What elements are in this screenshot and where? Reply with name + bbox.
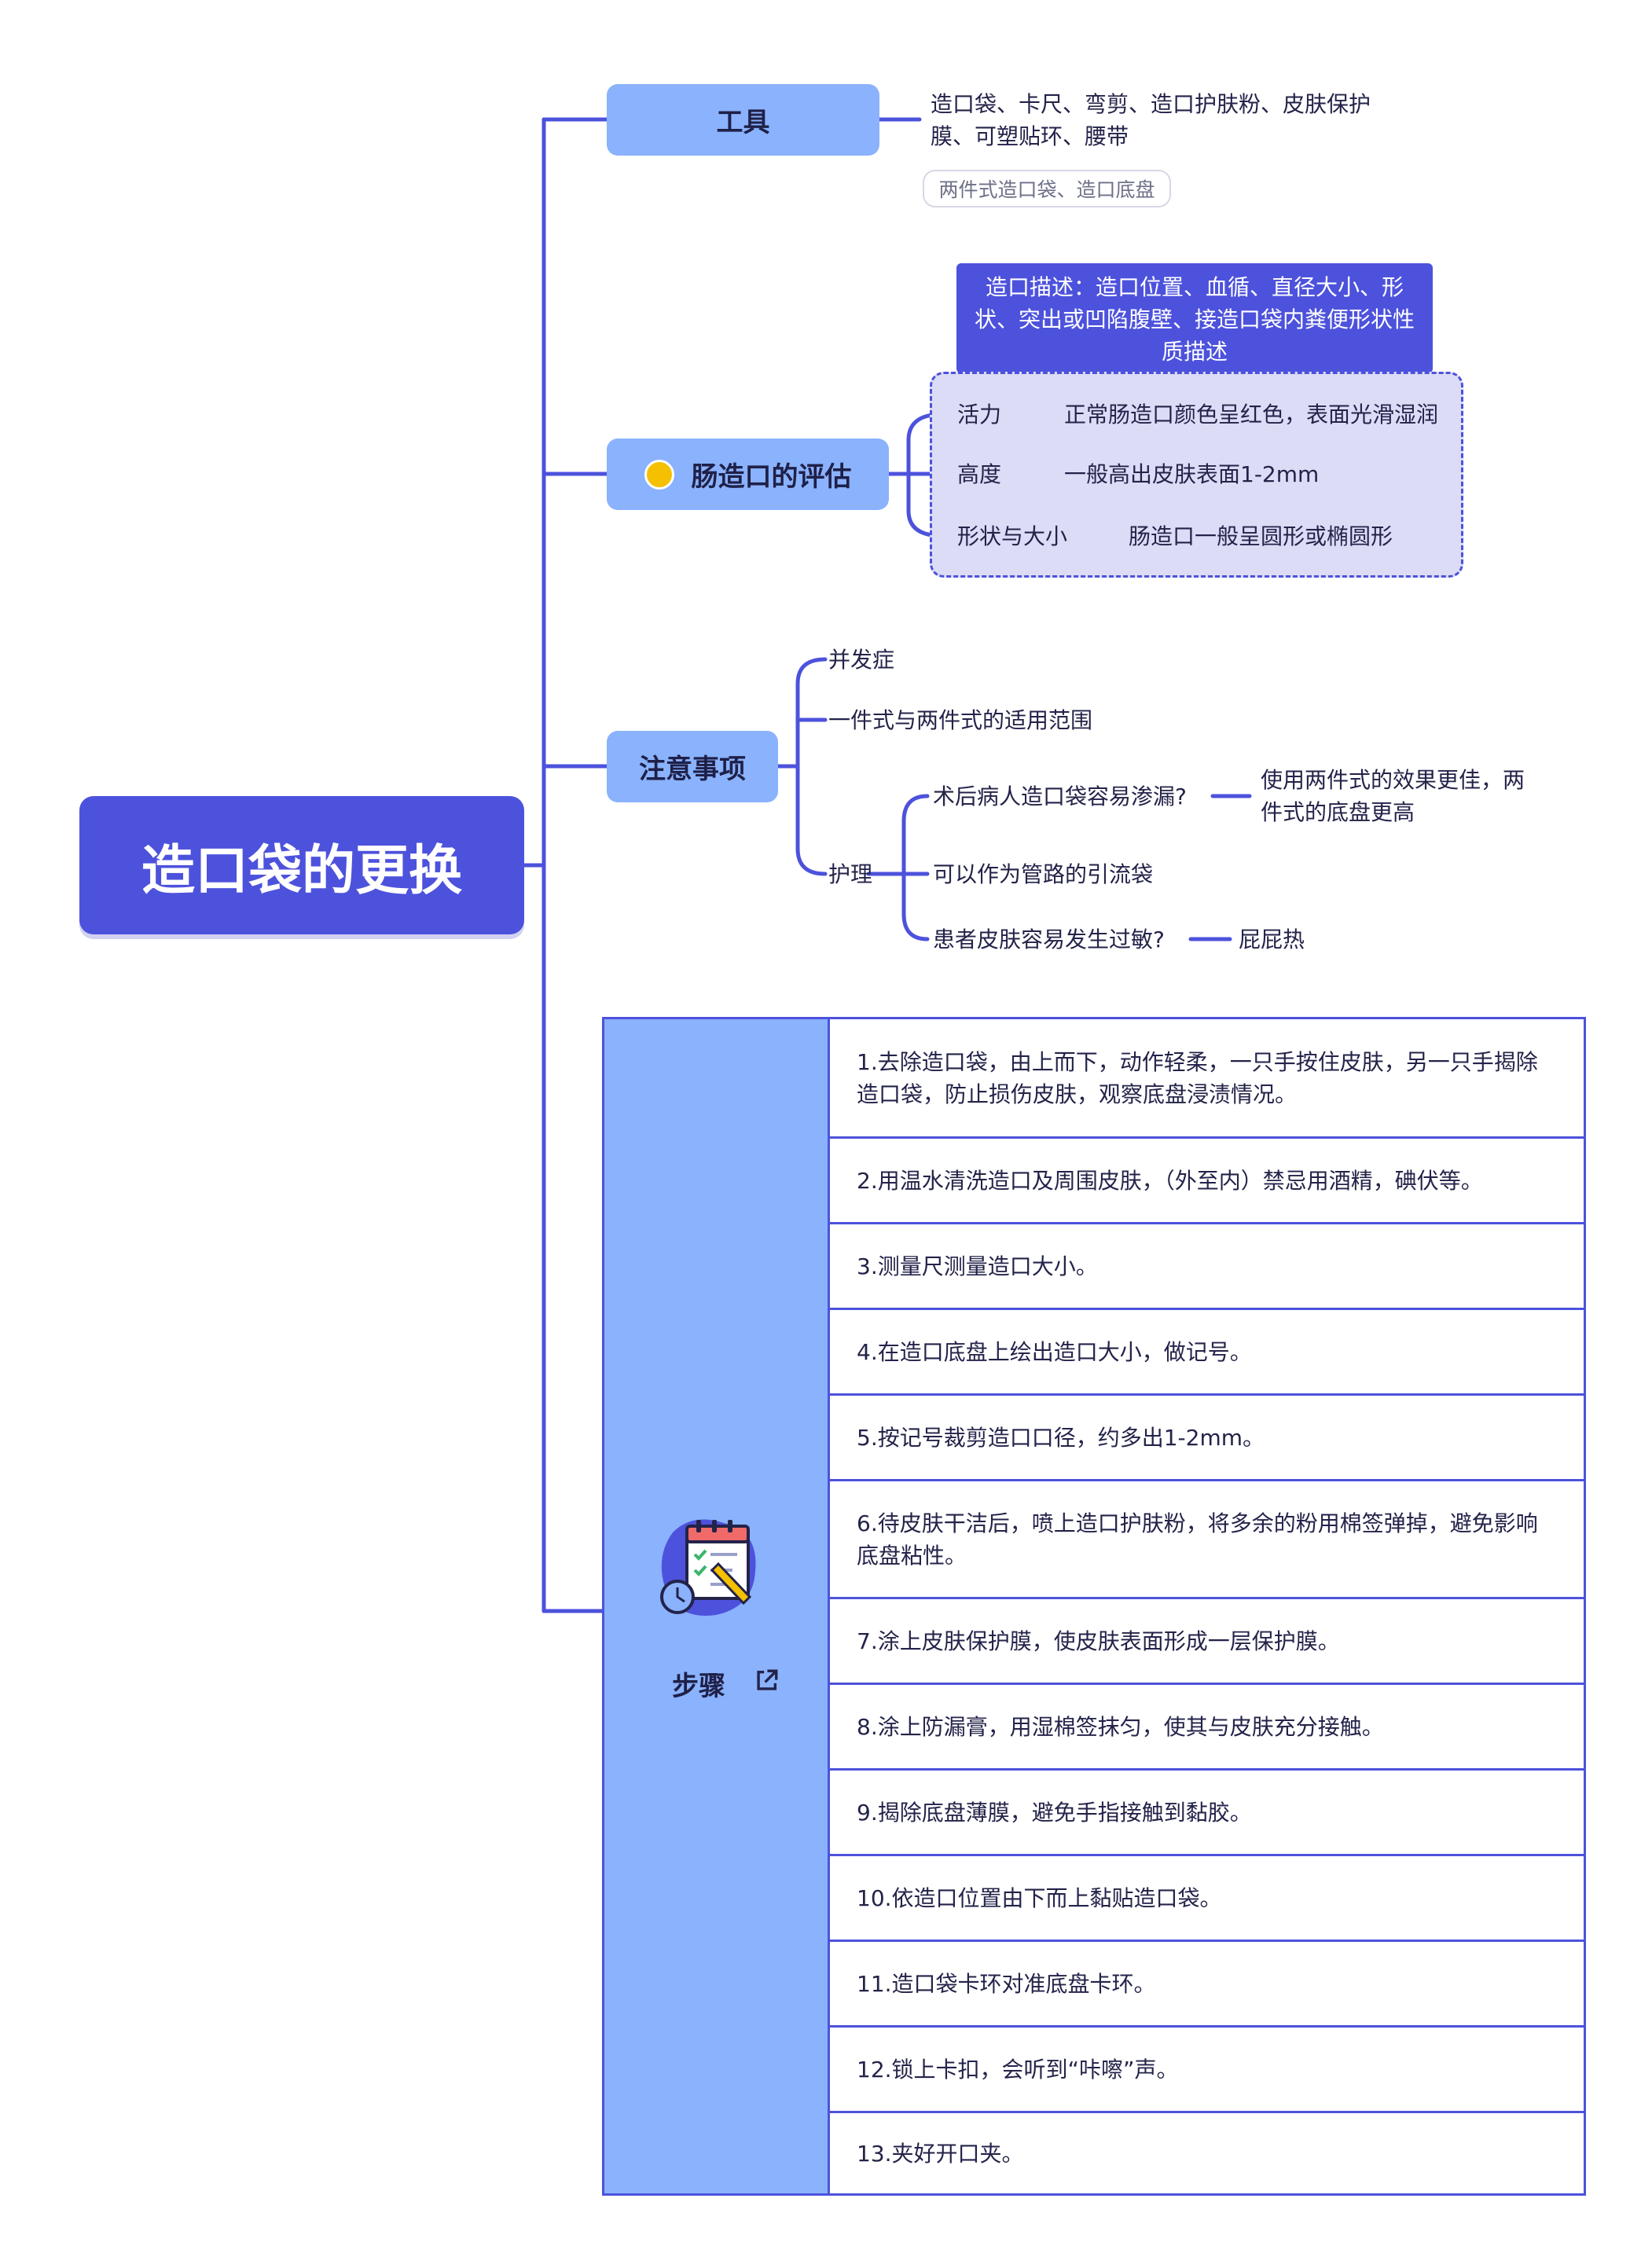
tools-items[interactable]: 造口袋、卡尺、弯剪、造口护肤粉、皮肤保护 膜、可塑贴环、腰带 [931,88,1371,152]
care-answer-leak-line1: 使用两件式的效果更佳，两 [1261,767,1525,793]
branch-assessment[interactable]: 肠造口的评估 [607,439,889,510]
step-12-text: 12.锁上卡扣，会听到“咔嚓”声。 [857,2056,1179,2083]
step-4-text: 4.在造口底盘上绘出造口大小，做记号。 [857,1338,1252,1365]
care-answer-leak-line2: 件式的底盘更高 [1261,799,1415,825]
step-row[interactable]: 12.锁上卡扣，会听到“咔嚓”声。 [830,2028,1584,2113]
tools-items-line1: 造口袋、卡尺、弯剪、造口护肤粉、皮肤保护 [931,91,1371,117]
root-topic[interactable]: 造口袋的更换 [79,796,524,934]
step-row[interactable]: 6.待皮肤干洁后，喷上造口护肤粉，将多余的粉用棉签弹掉，避免影响底盘粘性。 [830,1481,1584,1599]
assessment-item-shape[interactable]: 形状与大小 [957,523,1068,549]
step-1-line2: 造口袋，防止损伤皮肤，观察底盘浸渍情况。 [857,1081,1298,1107]
care-question-leak[interactable]: 术后病人造口袋容易渗漏? [933,784,1187,809]
care-answer-allergy[interactable]: 屁屁热 [1239,927,1305,952]
stoma-description-callout[interactable]: 造口描述：造口位置、血循、直径大小、形 状、突出或凹陷腹壁、接造口袋内粪便形状性… [956,263,1433,373]
callout-line3: 质描述 [1161,339,1228,365]
assessment-item-height[interactable]: 高度 [957,461,1002,487]
step-9-text: 9.揭除底盘薄膜，避免手指接触到黏胶。 [857,1799,1252,1826]
branch-tools[interactable]: 工具 [607,84,879,156]
branch-assessment-label: 肠造口的评估 [691,461,852,493]
care-question-allergy[interactable]: 患者皮肤容易发生过敏? [933,927,1165,952]
checklist-calendar-icon [649,1509,767,1630]
step-row[interactable]: 2.用温水清洗造口及周围皮肤，（外至内）禁忌用酒精，碘伏等。 [830,1139,1584,1224]
step-11-text: 11.造口袋卡环对准底盘卡环。 [857,1970,1156,1997]
tools-tag[interactable]: 两件式造口袋、造口底盘 [923,170,1171,207]
assessment-item-vitality-desc[interactable]: 正常肠造口颜色呈红色，表面光滑湿润 [1064,402,1439,428]
tools-items-line2: 膜、可塑贴环、腰带 [931,123,1129,149]
steps-label: 步骤 [672,1671,725,1702]
step-7-text: 7.涂上皮肤保护膜，使皮肤表面形成一层保护膜。 [857,1628,1340,1654]
care-answer-leak[interactable]: 使用两件式的效果更佳，两 件式的底盘更高 [1261,764,1525,828]
callout-line1: 造口描述：造口位置、血循、直径大小、形 [985,274,1404,300]
step-row[interactable]: 9.揭除底盘薄膜，避免手指接触到黏胶。 [830,1771,1584,1856]
step-6-line2: 底盘粘性。 [857,1542,967,1569]
step-2-text: 2.用温水清洗造口及周围皮肤，（外至内）禁忌用酒精，碘伏等。 [857,1167,1483,1194]
step-6-line1: 6.待皮肤干洁后，喷上造口护肤粉，将多余的粉用棉签弹掉，避免影响 [857,1510,1538,1536]
step-row[interactable]: 10.依造口位置由下而上黏贴造口袋。 [830,1856,1584,1942]
care-drainage-bag[interactable]: 可以作为管路的引流袋 [933,861,1154,887]
step-row[interactable]: 5.按记号裁剪造口口径，约多出1-2mm。 [830,1396,1584,1481]
step-row[interactable]: 7.涂上皮肤保护膜，使皮肤表面形成一层保护膜。 [830,1599,1584,1685]
steps-list: 1.去除造口袋，由上而下，动作轻柔，一只手按住皮肤，另一只手揭除造口袋，防止损伤… [828,1017,1586,2196]
branch-notes-label: 注意事项 [639,754,746,785]
notes-complication[interactable]: 并发症 [828,647,895,673]
step-row[interactable]: 8.涂上防漏膏，用湿棉签抹匀，使其与皮肤充分接触。 [830,1685,1584,1771]
assessment-item-height-desc[interactable]: 一般高出皮肤表面1-2mm [1064,461,1320,487]
step-5-text: 5.按记号裁剪造口口径，约多出1-2mm。 [857,1424,1265,1451]
step-3-text: 3.测量尺测量造口大小。 [857,1253,1098,1279]
branch-notes[interactable]: 注意事项 [607,731,778,802]
step-row[interactable]: 11.造口袋卡环对准底盘卡环。 [830,1942,1584,2028]
assessment-item-shape-desc[interactable]: 肠造口一般呈圆形或椭圆形 [1129,523,1393,549]
status-dot-icon [644,459,674,490]
branch-tools-label: 工具 [716,107,770,138]
step-row[interactable]: 4.在造口底盘上绘出造口大小，做记号。 [830,1310,1584,1396]
step-8-text: 8.涂上防漏膏，用湿棉签抹匀，使其与皮肤充分接触。 [857,1713,1384,1740]
assessment-item-vitality[interactable]: 活力 [957,402,1002,428]
notes-care[interactable]: 护理 [828,861,873,887]
external-link-icon[interactable] [753,1668,780,1697]
tools-tag-label: 两件式造口袋、造口底盘 [938,178,1155,201]
step-row[interactable]: 3.测量尺测量造口大小。 [830,1224,1584,1310]
step-13-text: 13.夹好开口夹。 [857,2140,1024,2167]
step-row[interactable]: 13.夹好开口夹。 [830,2113,1584,2193]
callout-line2: 状、突出或凹陷腹壁、接造口袋内粪便形状性 [974,306,1415,332]
assessment-summary-group [930,372,1463,578]
step-10-text: 10.依造口位置由下而上黏贴造口袋。 [857,1885,1222,1911]
step-1-line1: 1.去除造口袋，由上而下，动作轻柔，一只手按住皮肤，另一只手揭除 [857,1048,1538,1075]
notes-scope[interactable]: 一件式与两件式的适用范围 [828,707,1093,733]
step-row[interactable]: 1.去除造口袋，由上而下，动作轻柔，一只手按住皮肤，另一只手揭除造口袋，防止损伤… [830,1019,1584,1139]
